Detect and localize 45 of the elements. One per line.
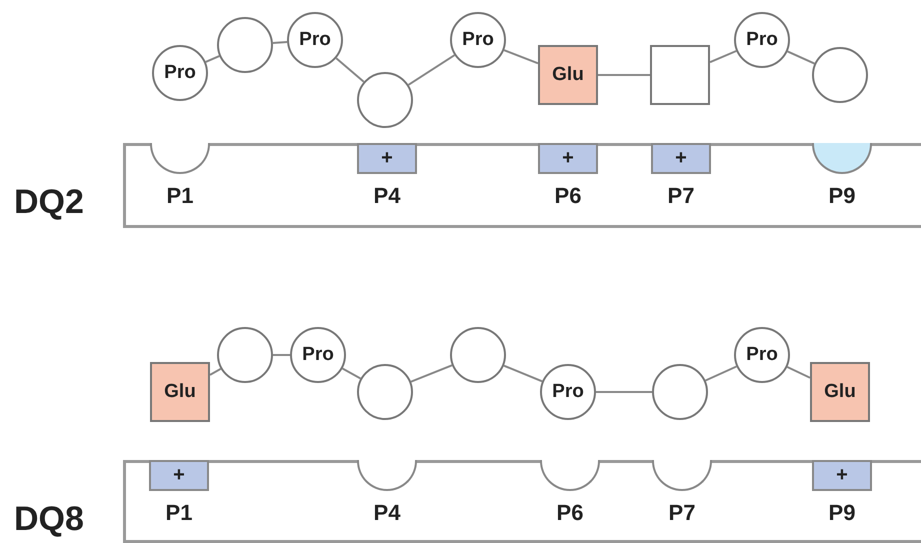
connector-line: [408, 54, 456, 86]
residue-circle: Pro: [540, 364, 596, 420]
residue-circle: Pro: [287, 12, 343, 68]
connector-line: [598, 74, 650, 76]
residue-circle: Pro: [152, 45, 208, 101]
pocket-label: P7: [666, 183, 696, 209]
connector-line: [273, 354, 290, 356]
pocket-label: P9: [828, 183, 856, 209]
residue-circle: [357, 72, 413, 128]
charged-pocket: +: [651, 143, 711, 174]
pocket-label: P9: [828, 500, 856, 526]
connector-line: [504, 364, 542, 382]
residue-square: Glu: [150, 362, 210, 422]
connector-line: [787, 50, 815, 64]
residue-square: Glu: [538, 45, 598, 105]
connector-line: [410, 364, 452, 383]
connector-line: [272, 41, 288, 44]
allele-label: DQ8: [14, 500, 84, 539]
pocket-label: P1: [164, 500, 194, 526]
residue-circle: Pro: [450, 12, 506, 68]
charged-pocket: +: [538, 143, 598, 174]
connector-line: [705, 366, 737, 382]
residue-square: Glu: [810, 362, 870, 422]
pocket-label: P1: [166, 183, 194, 209]
charged-pocket: +: [149, 460, 209, 491]
residue-circle: Pro: [734, 12, 790, 68]
pocket-label: P6: [556, 500, 584, 526]
pocket-label: P6: [554, 183, 582, 209]
pocket-label: P4: [372, 183, 402, 209]
allele-label: DQ2: [14, 183, 84, 222]
connector-line: [336, 57, 364, 83]
connector-line: [210, 368, 222, 376]
connector-line: [596, 391, 652, 393]
residue-circle: Pro: [290, 327, 346, 383]
pocket-label: P4: [372, 500, 402, 526]
residue-circle: Pro: [734, 327, 790, 383]
residue-square: [650, 45, 710, 105]
connector-line: [205, 55, 220, 63]
connector-line: [342, 368, 361, 380]
connector-line: [710, 50, 737, 64]
pocket-label: P7: [668, 500, 696, 526]
connector-line: [504, 49, 538, 64]
connector-line: [786, 366, 810, 379]
charged-pocket: +: [812, 460, 872, 491]
charged-pocket: +: [357, 143, 417, 174]
